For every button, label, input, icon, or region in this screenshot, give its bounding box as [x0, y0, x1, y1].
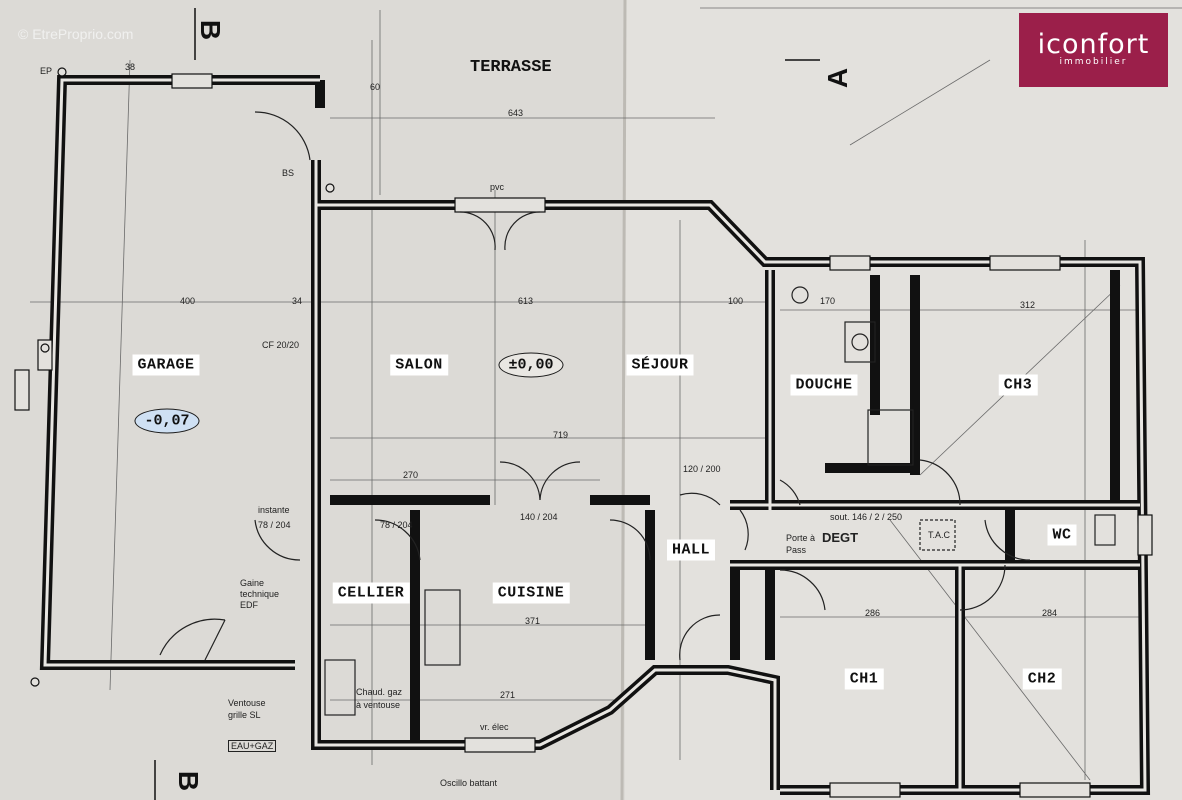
annotation-instante: instante: [258, 505, 290, 515]
room-label-ch1: CH1: [844, 668, 884, 690]
dimension-78-204-b: 78 / 204: [380, 520, 413, 530]
annotation-technique: technique: [240, 589, 280, 599]
fixtures: [324, 286, 1116, 716]
annotation-gaine: Gaine: [240, 578, 265, 588]
annotation-sout: sout. 146 / 2 / 250: [830, 512, 903, 522]
paper-fold: [620, 0, 627, 800]
watermark-text: © EtreProprio.com: [18, 26, 134, 42]
dimension-120-200: 120 / 200: [683, 464, 721, 474]
annotation-ep: EP: [40, 66, 53, 76]
dimension-60: 60: [370, 82, 381, 92]
dimension-271: 271: [500, 690, 516, 700]
room-label-salon: SALON: [390, 354, 448, 376]
level-badge-main: ±0,00: [498, 352, 564, 378]
room-label-douche: DOUCHE: [790, 374, 858, 396]
dimension-34: 34: [292, 296, 303, 306]
dimension-284: 284: [1042, 608, 1058, 618]
dimension-100: 100: [728, 296, 744, 306]
windows: [14, 73, 1153, 798]
dimension-38: 38: [125, 62, 136, 72]
logo-sub-text: immobilier: [1059, 57, 1128, 67]
room-label-hall: HALL: [666, 539, 716, 561]
room-label-cellier: CELLIER: [332, 582, 410, 604]
terrace-label: TERRASSE: [470, 58, 552, 77]
room-label-cuisine: CUISINE: [492, 582, 570, 604]
dimension-613: 613: [518, 296, 534, 306]
annotation-tac: T.A.C: [928, 530, 951, 540]
dimension-170: 170: [820, 296, 836, 306]
dimension-643: 643: [508, 108, 524, 118]
room-label-garage: GARAGE: [132, 354, 200, 376]
room-label-ch3: CH3: [998, 374, 1038, 396]
annotation-edf: EDF: [240, 600, 258, 610]
room-label-sejour: SÉJOUR: [626, 354, 694, 376]
dimension-371: 371: [525, 616, 541, 626]
section-marker-a: A: [822, 67, 854, 89]
room-label-wc: WC: [1047, 524, 1077, 546]
annotation-pvc: pvc: [490, 182, 505, 192]
dimension-312: 312: [1020, 300, 1036, 310]
annotation-oscillo: Oscillo battant: [440, 778, 498, 788]
section-marker-b-top: B: [195, 19, 227, 41]
logo-main-text: iconfort: [1037, 29, 1150, 60]
annotation-vr-elec: vr. élec: [480, 722, 509, 732]
section-lines: [154, 8, 820, 800]
annotation-ventouse-grille: Ventouse: [228, 698, 266, 708]
annotation-cf: CF 20/20: [262, 340, 300, 350]
dimension-286: 286: [865, 608, 881, 618]
annotation-degt: DEGT: [822, 530, 859, 545]
dimension-140-204: 140 / 204: [520, 512, 558, 522]
room-label-ch2: CH2: [1022, 668, 1062, 690]
annotation-ventouse: à ventouse: [356, 700, 401, 710]
annotation-chaud: Chaud. gaz: [356, 687, 403, 697]
annotation-porte: Porte à: [786, 533, 816, 543]
dimension-78-204-a: 78 / 204: [258, 520, 291, 530]
dimension-270: 270: [403, 470, 419, 480]
brand-logo: iconfort immobilier: [1019, 13, 1168, 87]
annotation-porte2: Pass: [786, 545, 807, 555]
dimension-400: 400: [180, 296, 196, 306]
corner-markers: [30, 67, 335, 687]
annotation-bs: BS: [282, 168, 295, 178]
paper-right: [625, 0, 1182, 800]
annotation-eau-gaz: EAU+GAZ: [228, 740, 277, 752]
annotation-grille: grille SL: [228, 710, 261, 720]
level-badge-garage: -0,07: [134, 408, 200, 434]
door-swings: [159, 111, 1031, 661]
dimension-719: 719: [553, 430, 569, 440]
section-marker-b-bottom: B: [173, 770, 205, 792]
